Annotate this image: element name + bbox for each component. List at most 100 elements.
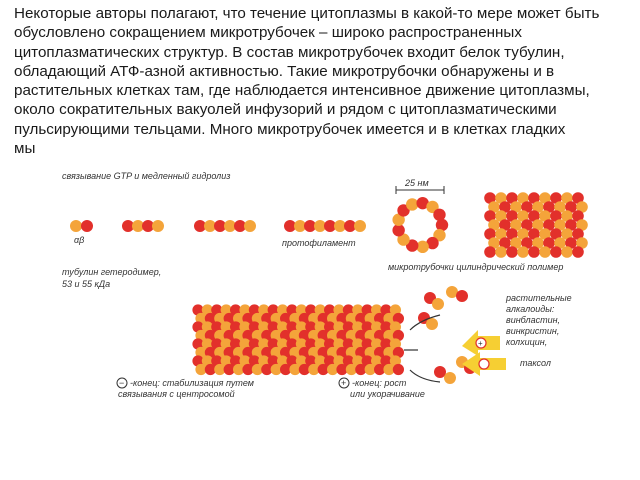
cylinder-subunit <box>345 329 357 342</box>
cylinder-subunit <box>308 312 320 325</box>
cylinder-subunit <box>251 329 263 342</box>
cylinder-subunit <box>277 321 289 333</box>
cylinder-subunit <box>239 321 251 333</box>
nm-label: 25 нм <box>404 178 429 188</box>
cylinder-subunit <box>528 210 540 222</box>
ring-subunit <box>392 213 405 226</box>
alkaloid-arrow: + <box>462 330 500 356</box>
cylinder-subunit <box>383 363 395 376</box>
ring-subunit <box>433 208 446 221</box>
cylinder-subunit <box>230 321 242 333</box>
cylinder-subunit <box>499 201 511 213</box>
cylinder-subunit <box>317 312 329 325</box>
alkaloids-line-1: растительные <box>505 293 572 303</box>
cylinder-subunit <box>267 304 279 316</box>
cylinder-subunit <box>371 321 383 333</box>
cylinder-subunit <box>298 346 310 359</box>
cylinder-subunit <box>327 363 339 376</box>
cylinder-subunit <box>506 246 518 258</box>
cylinder-subunit <box>270 312 282 325</box>
cylinder-subunit <box>364 329 376 342</box>
cylinder-subunit <box>352 355 364 367</box>
cylinder-subunit <box>521 237 533 249</box>
cylinder-subunit <box>223 312 235 325</box>
cylinder-subunit <box>554 219 566 231</box>
protofilament-label: протофиламент <box>282 238 356 248</box>
cylinder-subunit <box>211 338 223 350</box>
cylinder-subunit <box>201 338 213 350</box>
cylinder-subunit <box>277 304 289 316</box>
ring-subunit <box>392 224 405 237</box>
cylinder-subunit <box>336 346 348 359</box>
cylinder-subunit <box>289 312 301 325</box>
protofilament-chain <box>284 220 366 232</box>
cylinder-subunit <box>572 210 584 222</box>
cylinder-subunit <box>561 228 573 240</box>
alkaloids-line-3: винбластин, <box>506 315 560 325</box>
taxol-label: таксол <box>520 358 551 368</box>
cylinder-subunit <box>554 237 566 249</box>
cylinder-subunit <box>305 355 317 367</box>
cylinder-subunit <box>572 246 584 258</box>
cylinder-subunit <box>204 363 216 376</box>
cylinder-subunit <box>336 363 348 376</box>
cylinder-subunit <box>392 312 404 325</box>
cylinder-subunit <box>214 329 226 342</box>
cylinder-subunit <box>233 312 245 325</box>
ring-subunit <box>405 198 419 211</box>
cylinder-subunit <box>333 338 345 350</box>
minus-end-label-2: связывания с центросомой <box>118 389 235 399</box>
cylinder-subunit <box>550 210 562 222</box>
cylinder-subunit <box>528 246 540 258</box>
cylinder-subunit <box>561 246 573 258</box>
cylinder-subunit <box>201 355 213 367</box>
cylinder-subunit <box>248 338 260 350</box>
cylinder-subunit <box>361 355 373 367</box>
cylinder-subunit <box>342 338 354 350</box>
ring-subunit <box>397 233 410 246</box>
nm-bracket <box>395 186 445 194</box>
cylinder-subunit <box>298 329 310 342</box>
cylinder-subunit <box>565 219 577 231</box>
heterodimer-label-2: 53 и 55 кДа <box>62 279 110 289</box>
plus-end-label-2: или укорачивание <box>350 389 425 399</box>
cylinder-subunit <box>532 201 544 213</box>
cylinder-subunit <box>342 355 354 367</box>
cylinder-subunit <box>324 304 336 316</box>
cylinder-subunit <box>333 321 345 333</box>
cylinder-subunit <box>543 201 555 213</box>
cylinder-subunit <box>230 355 242 367</box>
plus-sign: + <box>341 378 346 388</box>
cylinder-subunit <box>324 321 336 333</box>
cylinder-subunit <box>355 329 367 342</box>
cylinder-subunit <box>499 219 511 231</box>
tubulin-heterodimer <box>70 220 93 232</box>
ring-subunit <box>405 239 419 252</box>
ab-label: αβ <box>74 235 84 245</box>
cylinder-subunit <box>242 363 254 376</box>
polymer-label: микротрубочки цилиндрический полимер <box>388 262 563 272</box>
cylinder-subunit <box>361 321 373 333</box>
cylinder-subunit <box>488 201 500 213</box>
cylinder-subunit <box>389 321 401 333</box>
cylinder-subunit <box>352 338 364 350</box>
cylinder-subunit <box>352 321 364 333</box>
cylinder-subunit <box>539 246 551 258</box>
cylinder-subunit <box>305 338 317 350</box>
cylinder-subunit <box>495 246 507 258</box>
cylinder-subunit <box>270 346 282 359</box>
cylinder-subunit <box>211 304 223 316</box>
cylinder-subunit <box>261 346 273 359</box>
alkaloids-line-5: колхицин, <box>506 337 547 347</box>
cylinder-subunit <box>392 329 404 342</box>
dimer-chain-4 <box>122 220 164 232</box>
cylinder-subunit <box>308 346 320 359</box>
cylinder-subunit <box>371 355 383 367</box>
cylinder-subunit <box>195 346 207 359</box>
cylinder-subunit <box>261 363 273 376</box>
cylinder-subunit <box>251 363 263 376</box>
microtubule-cross-section <box>392 196 449 254</box>
cylinder-subunit <box>258 304 270 316</box>
dimer-chain-6 <box>194 220 256 232</box>
cylinder-subunit <box>488 237 500 249</box>
